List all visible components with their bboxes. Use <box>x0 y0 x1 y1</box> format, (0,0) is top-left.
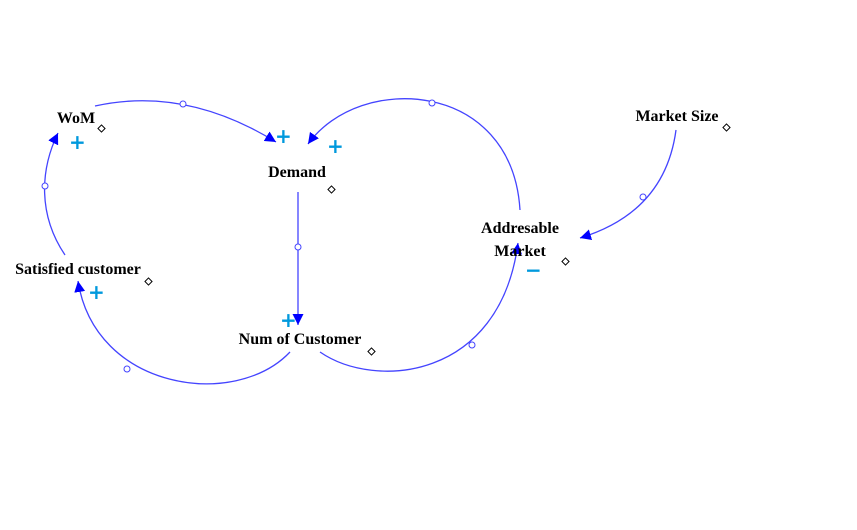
polarity-addressable-demand: + <box>327 134 344 158</box>
variable-handle[interactable] <box>561 257 570 266</box>
variable-label: Market Size <box>635 108 718 125</box>
link-handle[interactable] <box>179 100 187 108</box>
link-handle[interactable] <box>294 243 302 251</box>
variable-demand[interactable]: Demand <box>268 164 336 194</box>
variable-handle[interactable] <box>327 185 336 194</box>
variable-satisfied-customer[interactable]: Satisfied customer <box>15 261 153 286</box>
link-satisfied-to-wom[interactable] <box>43 132 66 256</box>
variable-label: Demand <box>268 164 326 181</box>
variable-label: Num of Customer <box>239 331 362 348</box>
variable-label-line1: Addresable <box>481 220 559 237</box>
link-num-customer-to-addressable[interactable] <box>319 242 523 372</box>
variable-label: WoM <box>57 110 95 127</box>
variable-wom[interactable]: WoM <box>57 110 106 133</box>
variable-handle[interactable] <box>722 123 731 132</box>
link-handle[interactable] <box>639 193 647 201</box>
polarity-wom-demand: + <box>275 124 292 148</box>
link-handle[interactable] <box>123 365 131 373</box>
variable-handle[interactable] <box>97 124 106 133</box>
polarity-satisfied-wom: + <box>69 130 86 154</box>
link-handle[interactable] <box>468 341 476 349</box>
variable-handle[interactable] <box>144 277 153 286</box>
variable-market-size[interactable]: Market Size <box>635 108 731 132</box>
link-market-size-to-addressable[interactable] <box>579 129 677 241</box>
variable-handle[interactable] <box>367 347 376 356</box>
variable-label-line2: Market <box>494 243 546 260</box>
polarity-num-customer-satisfied: + <box>88 280 105 304</box>
link-handle[interactable] <box>41 182 49 190</box>
link-handle[interactable] <box>428 99 436 107</box>
link-num-customer-to-satisfied[interactable] <box>74 280 291 385</box>
polarity-num-customer-addressable: − <box>525 258 542 282</box>
variable-addresable-market[interactable]: Addresable Market <box>481 220 570 266</box>
variable-num-of-customer[interactable]: Num of Customer <box>239 331 376 356</box>
polarity-demand-num-customer: + <box>280 308 297 332</box>
link-wom-to-demand[interactable] <box>94 100 277 143</box>
variable-label: Satisfied customer <box>15 261 141 278</box>
